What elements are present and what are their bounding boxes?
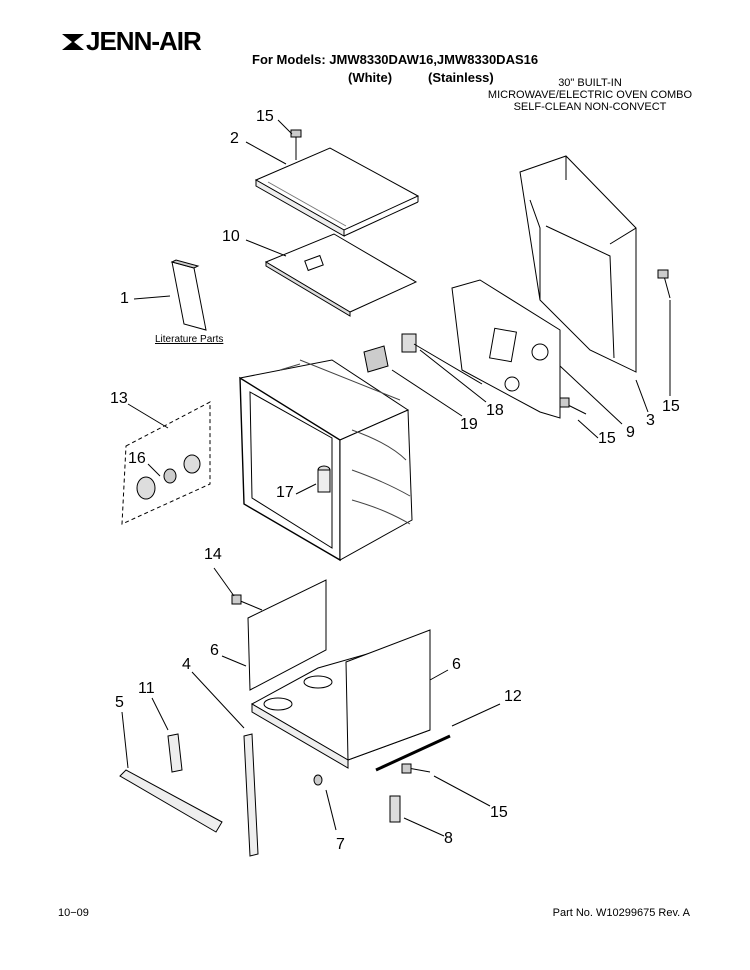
description-line-1: 30" BUILT-IN xyxy=(558,77,622,89)
callout-6-left: 6 xyxy=(210,642,219,659)
footer-date: 10−09 xyxy=(58,907,89,919)
callout-6-right: 6 xyxy=(452,656,461,673)
variant-stainless: (Stainless) xyxy=(428,70,494,85)
footer-part-number: Part No. W10299675 Rev. A xyxy=(552,907,690,919)
part-plate[interactable] xyxy=(264,233,418,317)
part-top-panel[interactable] xyxy=(254,147,420,237)
description-line-2: MICROWAVE/ELECTRIC OVEN COMBO xyxy=(487,89,693,101)
callout-14: 14 xyxy=(204,546,222,563)
callout-9: 9 xyxy=(626,424,635,441)
part-4-rail[interactable] xyxy=(243,733,259,857)
callout-10: 10 xyxy=(222,228,240,245)
callout-11: 11 xyxy=(138,680,155,697)
part-side-frame[interactable] xyxy=(519,155,637,373)
models-line: For Models: JMW8330DAW16,JMW8330DAS16 xyxy=(252,52,539,67)
part-rear-panel[interactable] xyxy=(451,279,561,419)
callout-13: 13 xyxy=(110,390,128,407)
part-screw-right-top[interactable] xyxy=(657,269,671,299)
part-7-foot[interactable] xyxy=(313,774,323,786)
callout-12: 12 xyxy=(504,688,522,705)
part-6-right-panel[interactable] xyxy=(345,629,431,761)
part-screw-top[interactable] xyxy=(290,129,302,160)
part-screw-14[interactable] xyxy=(231,594,263,611)
literature-parts-label: Literature Parts xyxy=(155,334,224,345)
callout-1: 1 xyxy=(120,290,129,307)
leader-lines xyxy=(121,119,671,837)
part-8-latch[interactable] xyxy=(389,795,401,823)
callout-8: 8 xyxy=(444,830,453,847)
part-12-rod[interactable] xyxy=(375,734,451,772)
callout-15-top: 15 xyxy=(256,108,274,125)
callout-2: 2 xyxy=(230,130,239,147)
callout-15-bottom: 15 xyxy=(490,804,508,821)
part-literature[interactable] xyxy=(170,259,207,331)
product-description: 30" BUILT-IN MICROWAVE/ELECTRIC OVEN COM… xyxy=(470,77,710,113)
part-screw-rear[interactable] xyxy=(559,397,587,415)
part-6-left-panel[interactable] xyxy=(247,579,327,691)
part-oven-cavity xyxy=(239,359,413,562)
callout-4: 4 xyxy=(182,656,191,673)
callout-15-rear: 15 xyxy=(598,430,616,447)
callout-17: 17 xyxy=(276,484,294,501)
callout-15-right: 15 xyxy=(662,398,680,415)
callout-19: 19 xyxy=(460,416,478,433)
callout-18: 18 xyxy=(486,402,504,419)
callout-5: 5 xyxy=(115,694,124,711)
brand-name: JENN-AIR xyxy=(86,25,202,56)
part-13-control-box[interactable] xyxy=(121,401,211,525)
callout-3: 3 xyxy=(646,412,655,429)
part-19-switch[interactable] xyxy=(363,345,389,373)
part-screw-15-bottom[interactable] xyxy=(401,763,431,774)
callout-7: 7 xyxy=(336,836,345,853)
part-11-bracket[interactable] xyxy=(167,733,183,773)
brand-mark-icon xyxy=(62,34,84,50)
callout-16: 16 xyxy=(128,450,146,467)
part-18-bracket[interactable] xyxy=(401,333,483,385)
variant-white: (White) xyxy=(348,70,393,85)
brand-logo: JENN-AIR xyxy=(60,25,202,56)
description-line-3: SELF-CLEAN NON-CONVECT xyxy=(513,101,667,113)
part-5-strip[interactable] xyxy=(119,769,223,833)
